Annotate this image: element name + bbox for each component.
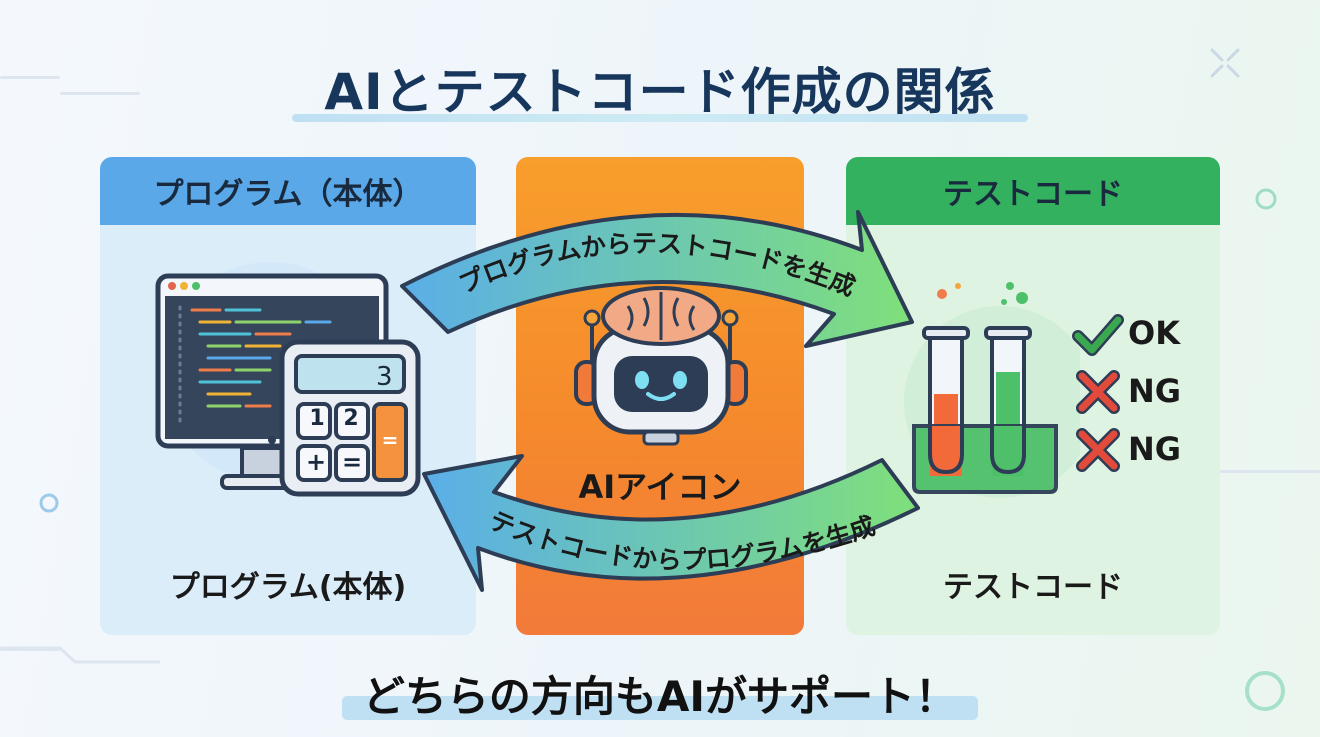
brain-icon	[601, 286, 721, 346]
footer-message: どちらの方向もAIがサポート！	[362, 672, 958, 721]
page-title: AIとテストコード作成の関係	[324, 63, 996, 121]
program-caption: プログラム(本体)	[169, 570, 407, 605]
decor-line	[60, 92, 140, 95]
ai-label: AIアイコン	[578, 468, 742, 506]
test-tube-illustration	[904, 282, 1080, 498]
calculator-key: +	[305, 448, 327, 476]
ai-robot-icon	[574, 286, 748, 446]
title-underline	[292, 114, 1028, 122]
decor-ring	[39, 493, 59, 513]
decor-ring	[1245, 671, 1285, 711]
cross-icon	[1076, 370, 1120, 414]
test-code-caption: テストコード	[943, 570, 1123, 605]
decor-line	[1180, 470, 1320, 473]
calculator-key: 1	[309, 406, 325, 431]
cross-icon	[1076, 428, 1120, 472]
test-code-panel-header: テストコード	[846, 157, 1220, 225]
calculator-icon	[279, 339, 421, 497]
arrow-program-to-test	[400, 210, 914, 348]
result-ng-label: NG	[1128, 372, 1182, 410]
footer-highlight	[342, 696, 978, 720]
monitor-calculator-illustration	[155, 262, 421, 497]
check-icon	[1072, 314, 1124, 356]
arrow-test-to-program	[422, 454, 920, 592]
decor-line	[0, 76, 60, 79]
calculator-key: =	[381, 428, 399, 452]
decor-ring	[1255, 188, 1277, 210]
calculator-key: =	[341, 448, 363, 476]
calculator-key: 2	[343, 406, 359, 431]
result-ng-label: NG	[1128, 430, 1182, 468]
program-panel-header: プログラム（本体）	[100, 157, 476, 225]
calculator-display-value: 3	[376, 362, 393, 392]
sparkle-icon	[1210, 48, 1240, 78]
result-ok-label: OK	[1128, 314, 1180, 352]
